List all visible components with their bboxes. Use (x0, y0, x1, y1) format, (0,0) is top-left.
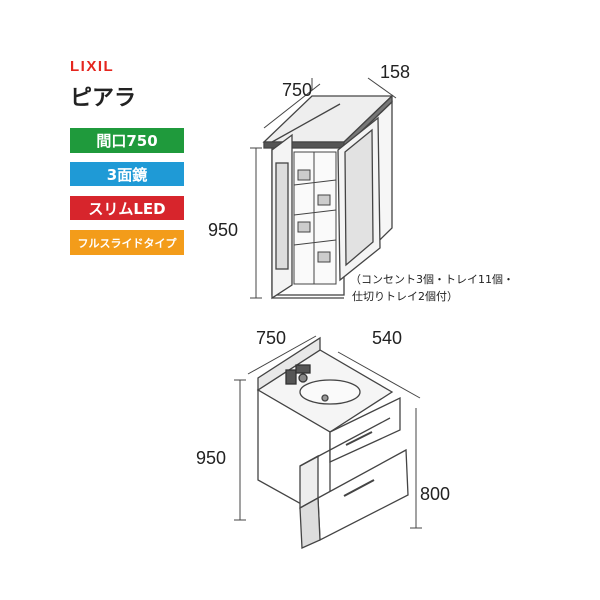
vanity-width-label: 750 (256, 328, 286, 348)
product-name: ピアラ (70, 86, 137, 111)
vanity-drawing (234, 335, 422, 549)
mirror-note-line2: 仕切りトレイ2個付） (352, 290, 458, 303)
vanity-height-label: 950 (196, 448, 226, 468)
mirror-width-label: 750 (282, 80, 312, 100)
vanity-counter-height-label: 800 (420, 484, 450, 504)
badge-width: 間口750 (70, 128, 184, 153)
lixil-logo: LIXIL (70, 58, 115, 75)
badge-three-mirror: 3面鏡 (70, 162, 184, 186)
badge-full-slide: フルスライドタイプ (70, 230, 184, 255)
vanity-depth-label: 540 (372, 328, 402, 348)
mirror-cabinet-drawing (250, 77, 397, 300)
badge-slim-led: スリムLED (70, 196, 184, 220)
mirror-depth-label: 158 (380, 62, 410, 82)
mirror-height-label: 950 (208, 220, 238, 240)
mirror-note-line1: （コンセント3個・トレイ11個・ (350, 273, 514, 286)
